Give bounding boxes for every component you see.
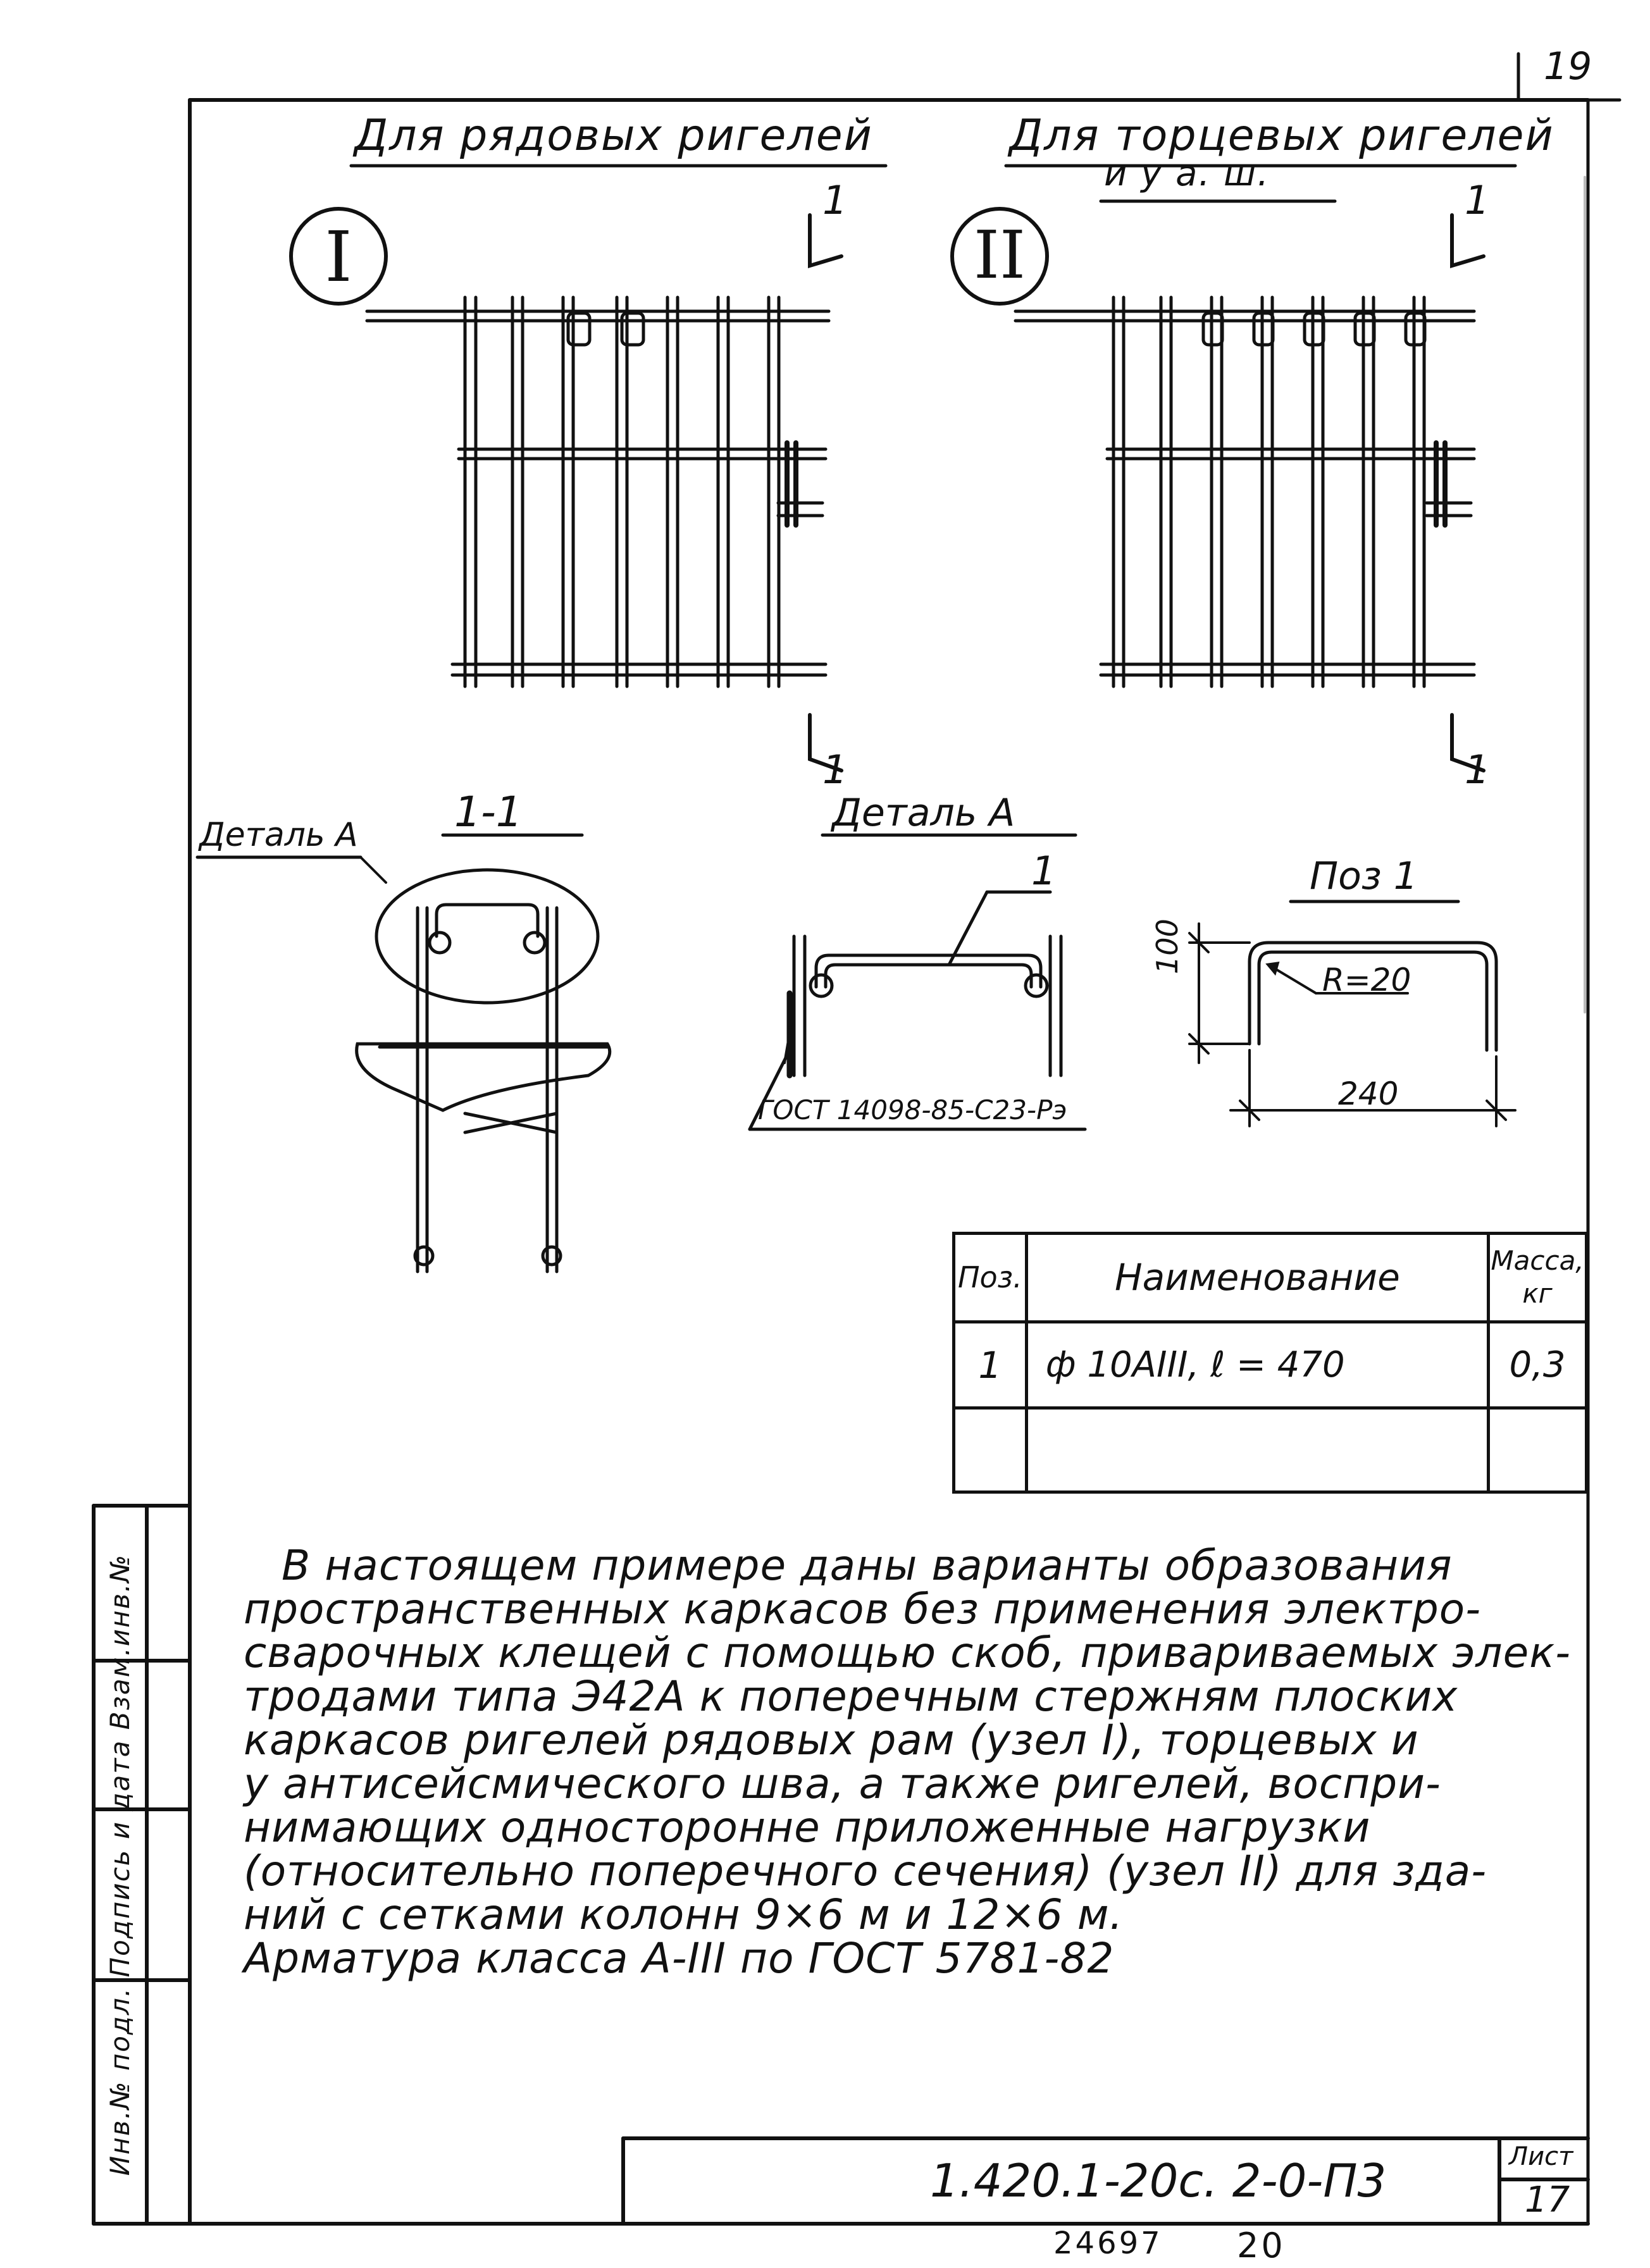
sheet-number: 17	[1525, 2179, 1570, 2221]
section-mark-top-left: 1	[822, 177, 848, 223]
section-mark-bottom-right: 1	[1465, 747, 1490, 793]
row-mass: 0,3	[1487, 1320, 1588, 1410]
page-number: 19	[1544, 44, 1592, 89]
row-name-empty	[1024, 1406, 1491, 1494]
side-stamp-text: Инв.№ подл. Подпись и дата Взам.инв.№	[104, 1553, 136, 2176]
header-name: Наименование	[1024, 1232, 1491, 1323]
title-block-frame	[621, 2136, 1590, 2226]
section-cut-markers	[808, 213, 1486, 772]
left-title: Для рядовых ригелей	[354, 111, 873, 161]
parts-table: Поз. Наименование Масса, кг 1 ф 10АIII, …	[952, 1232, 1588, 1494]
detail-A-title: Деталь А	[832, 791, 1015, 835]
table-row: 1 ф 10АIII, ℓ = 470 0,3	[952, 1320, 1588, 1410]
table-header-row: Поз. Наименование Масса, кг	[952, 1232, 1588, 1323]
frame-node-I	[365, 295, 831, 688]
detail-A	[748, 890, 1087, 1131]
side-stamp-frame	[92, 1504, 192, 2226]
sheet-frame	[92, 52, 1622, 2226]
dimension-width: 240	[1338, 1075, 1399, 1112]
header-mass-unit: кг	[1522, 1278, 1553, 1310]
right-title-line1: Для торцевых ригелей	[1009, 111, 1554, 161]
row-pos-empty	[952, 1406, 1028, 1494]
table-row-empty	[952, 1406, 1588, 1494]
header-mass-label: Масса,	[1491, 1245, 1584, 1277]
side-stamp: Инв.№ подл. Подпись и дата Взам.инв.№	[94, 1506, 147, 2224]
detail-leader-number: 1	[1031, 848, 1057, 894]
pos-1-bar	[1188, 922, 1517, 1127]
note-line: каркасов ригелей рядовых рам (узел I), т…	[244, 1716, 1419, 1764]
note-line: нимающих односторонне приложенные нагруз…	[244, 1803, 1371, 1852]
note-line: пространственных каркасов без применения…	[244, 1585, 1482, 1633]
detail-A-callout: Деталь А	[199, 816, 358, 854]
note-line: В настоящем примере даны варианты образо…	[282, 1541, 1453, 1590]
section-mark-bottom-left: 1	[822, 747, 848, 793]
frame-node-II	[1014, 295, 1476, 688]
row-mass-empty	[1487, 1406, 1588, 1494]
header-pos: Поз.	[952, 1232, 1028, 1323]
note-line: у антисейсмического шва, а также ригелей…	[244, 1759, 1441, 1808]
note-line: тродами типа Э42А к поперечным стержням …	[244, 1672, 1458, 1721]
archive-suffix: 20	[1237, 2226, 1286, 2265]
right-title-line2: и у а. ш.	[1104, 153, 1270, 194]
note-line: сварочных клещей с помощью скоб, привари…	[244, 1628, 1571, 1677]
header-mass: Масса, кг	[1487, 1232, 1588, 1323]
document-code: 1.420.1-20с. 2-0-П3	[930, 2154, 1387, 2207]
row-name: ф 10АIII, ℓ = 470	[1024, 1320, 1491, 1410]
row-pos: 1	[952, 1320, 1028, 1410]
note-line: Арматура класса А-III по ГОСТ 5781-82	[244, 1934, 1115, 1983]
node-II-label: II	[973, 216, 1026, 294]
note-line: ний с сетками колонн 9×6 м и 12×6 м.	[244, 1890, 1124, 1939]
node-I-label: I	[325, 216, 352, 297]
explanatory-note: В настоящем примере даны варианты образо…	[244, 1541, 1571, 1983]
dimension-height: 100	[1150, 919, 1184, 974]
section-1-1	[355, 868, 612, 1273]
section-mark-top-right: 1	[1465, 177, 1490, 223]
pos-1-title: Поз 1	[1310, 854, 1418, 898]
weld-standard-label: ГОСТ 14098-85-С23-Рэ	[758, 1094, 1067, 1125]
dimension-radius: R=20	[1322, 962, 1411, 998]
section-1-1-title: 1-1	[454, 788, 523, 836]
note-line: (относительно поперечного сечения) (узел…	[244, 1847, 1487, 1895]
archive-number: 24697	[1053, 2226, 1163, 2261]
sheet-label: Лист	[1509, 2142, 1573, 2171]
